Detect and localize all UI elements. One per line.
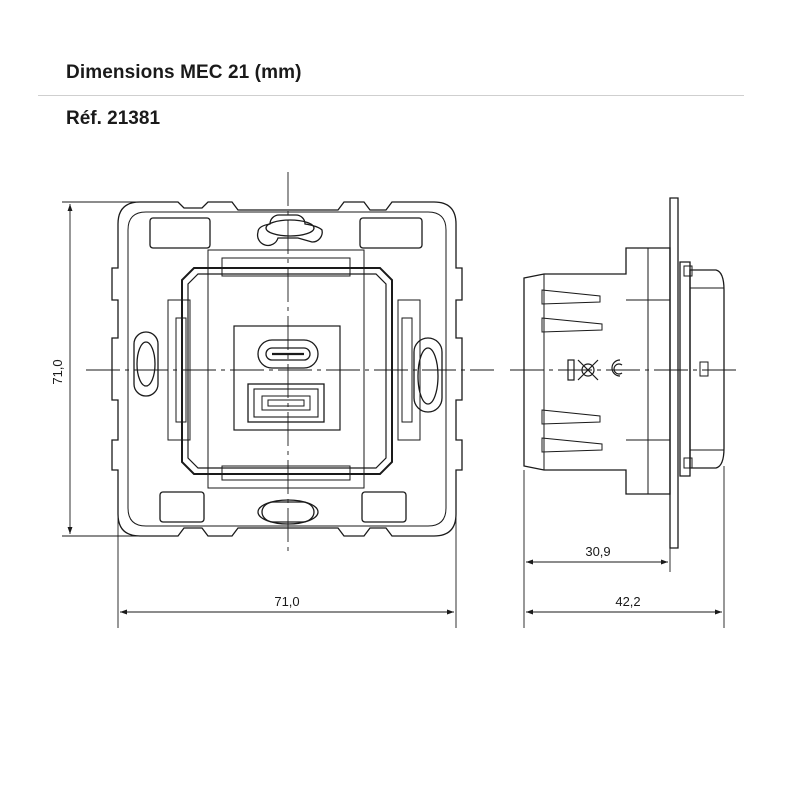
usb-insert (233, 325, 341, 431)
dim-label-front-width: 71,0 (274, 594, 299, 609)
frame-window-bottom-right (361, 491, 407, 523)
header-divider (38, 95, 744, 96)
side-view (523, 197, 725, 549)
side-body (523, 247, 671, 495)
usb-a-port (247, 383, 325, 423)
frame-window-top-right (359, 217, 423, 249)
mounting-frame (111, 201, 463, 537)
dimension-lines (62, 201, 725, 628)
slot-right (413, 337, 443, 413)
side-flange (669, 197, 679, 549)
frame-window-top-left (149, 217, 211, 249)
front-view (111, 201, 463, 537)
product-reference: Réf. 21381 (66, 108, 161, 129)
page-title: Dimensions MEC 21 (mm) (66, 62, 302, 83)
frame-window-bottom-left (159, 491, 205, 523)
mechanism-body (207, 249, 365, 489)
dim-label-side-body: 30,9 (585, 544, 610, 559)
front-centerlines (86, 172, 494, 552)
side-fins (541, 289, 603, 453)
mounting-frame-inner (127, 211, 447, 527)
slot-left (133, 331, 159, 397)
front-plate-outer (181, 267, 393, 475)
dim-label-side-total: 42,2 (615, 594, 640, 609)
slot-top (256, 214, 323, 247)
front-plate-inner (187, 273, 387, 469)
dim-label-front-height: 71,0 (50, 359, 65, 384)
